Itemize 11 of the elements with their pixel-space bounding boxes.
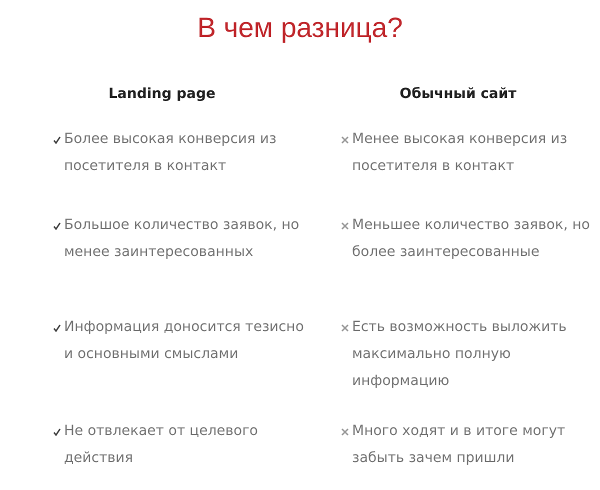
comparison-text: Есть возможность выложить максимально полную информацию [352,318,568,391]
comparison-text: Не отвлекает от целевого действия [64,422,259,468]
comparison-text: Более высокая конверсия из посетителя в контакт [64,130,278,176]
comparison-text: Информация доносится тезисно и основными смыслами [64,318,305,364]
comparison-text: Меньшее количество заявок, но более заинтересованные [352,216,591,262]
title: В чем разница? [196,12,404,44]
comparison-text: Большое количество заявок, но менее заинтересованных [64,216,300,262]
comparison-text: Много ходят и в итоге могут забыть зачем пришли [352,422,566,468]
column-heading: Landing page [107,86,216,102]
comparison-text: Менее высокая конверсия из посетителя в контакт [352,130,568,176]
column-heading: Обычный сайт [398,86,518,102]
